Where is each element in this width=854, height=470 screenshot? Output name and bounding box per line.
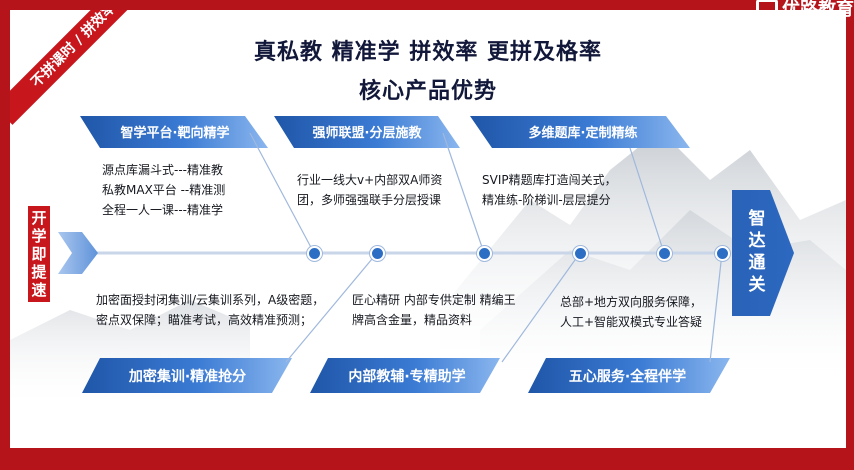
bottom-branch-3-line-1: 总部+地方双向服务保障， <box>560 295 703 309</box>
bottom-rib-1 <box>285 252 378 363</box>
top-branch-1-line-3: 全程一人一课---精准学 <box>102 203 223 217</box>
top-banner-2 <box>274 116 460 148</box>
bottom-branch-text-3: 总部+地方双向服务保障， 人工+智能双模式专业答疑 <box>560 292 702 332</box>
spine-node-4 <box>573 246 588 261</box>
top-banner-1 <box>80 116 268 148</box>
bottom-branch-title-2: 内部教辅·专精助学 <box>348 369 466 385</box>
bottom-branch-text-1: 加密面授封闭集训/云集训系列，A级密题， 密点双保障；瞄准考试，高效精准预测； <box>96 290 324 330</box>
bottom-branch-2-line-1: 匠心精研 内部专供定制 精编王 <box>352 293 516 307</box>
tail-arrow <box>58 232 98 274</box>
top-branch-3-line-2: 精准练-阶梯训-层层提分 <box>482 193 611 207</box>
bottom-banner-1 <box>82 358 292 393</box>
bottom-banner-3 <box>528 358 730 393</box>
top-branch-1-line-2: 私教MAX平台 --精准测 <box>102 183 226 197</box>
top-branch-text-2: 行业一线大v+内部双A师资 团，多师强强联手分层授课 <box>297 170 442 210</box>
head-label: 智达通关 <box>748 209 766 295</box>
bottom-rib-3 <box>709 252 723 363</box>
subtitle: 核心产品优势 <box>358 79 497 104</box>
main-title: 真私教 精准学 拼效率 更拼及格率 <box>254 40 602 65</box>
top-branch-title-2: 强师联盟·分层施教 <box>312 126 422 141</box>
spine-node-5 <box>657 246 672 261</box>
spine-node-1 <box>307 246 322 261</box>
spine-node-2 <box>370 246 385 261</box>
top-branch-text-1: 源点库漏斗式---精准教 私教MAX平台 --精准测 全程一人一课---精准学 <box>102 160 225 220</box>
top-branch-title-3: 多维题库·定制精练 <box>528 126 638 141</box>
top-rib-1 <box>249 132 315 254</box>
side-label: 开学即提速 <box>28 206 50 302</box>
top-branch-title-1: 智学平台·靶向精学 <box>120 126 230 141</box>
spine-node-6 <box>715 246 730 261</box>
bottom-banner-2 <box>310 358 500 393</box>
fishbone-diagram <box>58 116 794 393</box>
content-panel: 真私教 精准学 拼效率 更拼及格率 核心产品优势 <box>10 10 846 448</box>
top-branch-3-line-1: SVIP精题库打造闯关式， <box>482 173 617 187</box>
top-branch-text-3: SVIP精题库打造闯关式， 精准练-阶梯训-层层提分 <box>482 170 617 210</box>
spine-node-3 <box>477 246 492 261</box>
bottom-branch-2-line-2: 牌高含金量，精品资料 <box>352 313 473 327</box>
bottom-branch-title-1: 加密集训·精准抢分 <box>128 369 247 385</box>
top-branch-2-line-2: 团，多师强强联手分层授课 <box>297 193 442 207</box>
head-arrow <box>732 190 794 316</box>
bottom-branch-text-2: 匠心精研 内部专供定制 精编王 牌高含金量，精品资料 <box>352 290 516 330</box>
bottom-branch-title-3: 五心服务·全程伴学 <box>568 369 687 385</box>
bottom-rib-2 <box>501 252 581 363</box>
top-banner-3 <box>470 116 690 148</box>
top-branch-2-line-1: 行业一线大v+内部双A师资 <box>297 173 443 187</box>
top-branch-1-line-1: 源点库漏斗式---精准教 <box>102 163 223 177</box>
bottom-branch-3-line-2: 人工+智能双模式专业答疑 <box>560 315 703 329</box>
bottom-branch-1-line-1: 加密面授封闭集训/云集训系列，A级密题， <box>96 293 325 307</box>
bottom-branch-1-line-2: 密点双保障；瞄准考试，高效精准预测； <box>96 313 313 327</box>
top-rib-2 <box>442 132 485 254</box>
top-rib-3 <box>629 147 665 254</box>
